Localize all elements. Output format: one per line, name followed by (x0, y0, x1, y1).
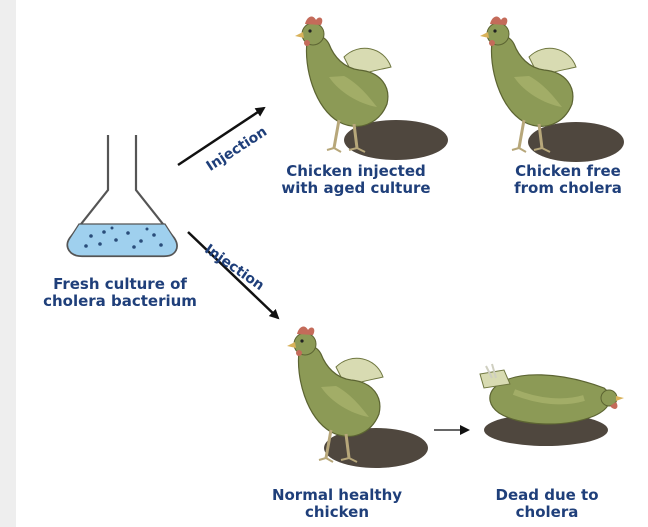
normal-healthy-label-line1: Normal healthy (252, 487, 422, 504)
cholera-free-label-line1: Chicken free (488, 163, 648, 180)
cholera-free-label: Chicken free from cholera (488, 163, 648, 197)
side-strip (0, 0, 16, 527)
diagram: Injection Injection Fresh culture of cho… (16, 0, 648, 527)
flask-label: Fresh culture of cholera bacterium (20, 276, 220, 310)
dead-cholera-label-line1: Dead due to (472, 487, 622, 504)
flask-label-line1: Fresh culture of (20, 276, 220, 293)
cholera-free-label-line2: from cholera (488, 180, 648, 197)
dead-cholera-label-line2: cholera (472, 504, 622, 521)
dead-cholera-label: Dead due to cholera (472, 487, 622, 521)
aged-culture-label-line2: with aged culture (266, 180, 446, 197)
flask (68, 135, 177, 256)
aged-culture-label: Chicken injected with aged culture (266, 163, 446, 197)
hen-dead (480, 364, 624, 424)
diagram-art (16, 0, 648, 527)
normal-healthy-label: Normal healthy chicken (252, 487, 422, 521)
aged-culture-label-line1: Chicken injected (266, 163, 446, 180)
flask-label-line2: cholera bacterium (20, 293, 220, 310)
normal-healthy-label-line2: chicken (252, 504, 422, 521)
